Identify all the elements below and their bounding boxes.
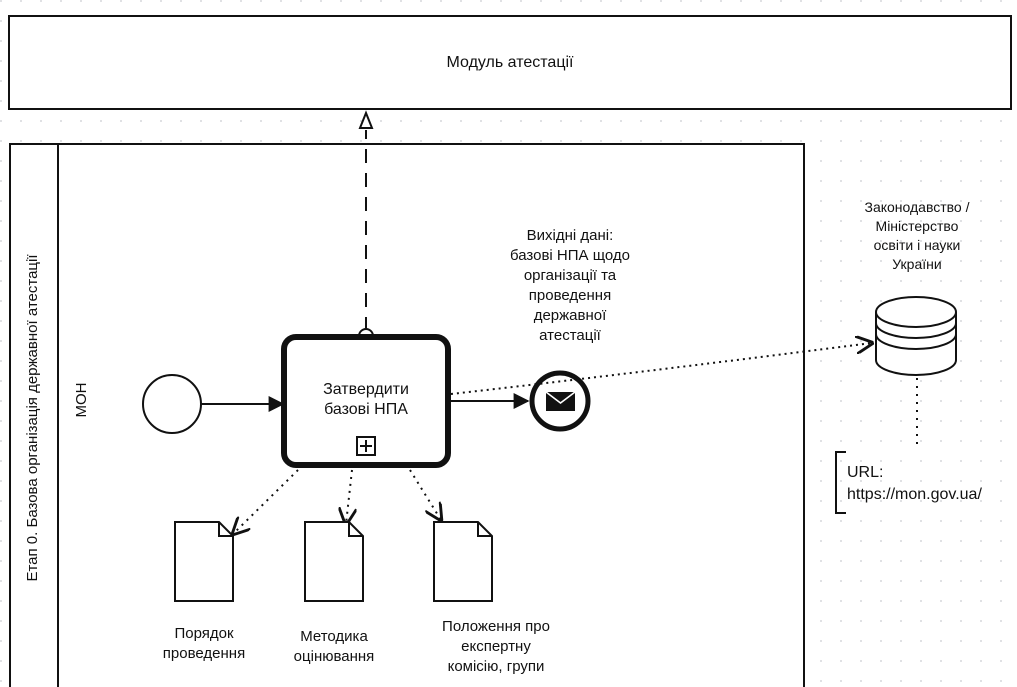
module-title: Модуль атестації bbox=[446, 54, 574, 71]
start-event-circle-icon[interactable] bbox=[142, 374, 202, 434]
document-label: Порядок проведення bbox=[144, 624, 264, 664]
annotation-text: URL: https://mon.gov.ua/ bbox=[847, 462, 1015, 506]
document-label-line: оцінювання bbox=[293, 648, 375, 665]
document-label: Положення про експертну комісію, групи bbox=[423, 617, 569, 677]
output-data-line: атестації bbox=[539, 327, 601, 344]
output-data-line: Вихідні дані: bbox=[526, 227, 614, 244]
task-label: Затвердити базові НПА bbox=[290, 380, 442, 420]
task-label-line: Затвердити bbox=[323, 381, 409, 398]
association-to-doc-1 bbox=[233, 469, 299, 534]
task-label-line: базові НПА bbox=[324, 401, 408, 418]
module-box[interactable] bbox=[8, 15, 1012, 110]
document-label-line: експертну bbox=[461, 638, 531, 655]
output-data-line: державної bbox=[533, 307, 607, 324]
datastore-label-line: освіти і науки bbox=[873, 237, 961, 253]
lane-label: МОН bbox=[73, 382, 90, 418]
envelope-icon bbox=[545, 391, 576, 411]
datastore-label-line: Міністерство bbox=[875, 218, 959, 234]
document-label: Методика оцінювання bbox=[274, 627, 394, 667]
output-data-line: організації та bbox=[523, 267, 617, 284]
document-label-line: Порядок bbox=[174, 625, 234, 642]
document-label-line: комісію, групи bbox=[447, 658, 545, 675]
document-icon[interactable] bbox=[304, 521, 364, 602]
output-data-line: проведення bbox=[528, 287, 612, 304]
output-data-label: Вихідні дані: базові НПА щодо організаці… bbox=[480, 226, 660, 346]
annotation-bracket bbox=[835, 451, 846, 514]
plus-box-icon bbox=[356, 436, 376, 456]
document-label-line: Методика bbox=[300, 628, 368, 645]
task-box[interactable] bbox=[281, 334, 451, 468]
database-cylinder-icon[interactable] bbox=[875, 296, 957, 376]
document-icon[interactable] bbox=[174, 521, 234, 602]
datastore-label-line: Законодавство / bbox=[864, 199, 970, 215]
open-arrowhead-icon bbox=[358, 110, 374, 129]
association-to-doc-3 bbox=[409, 469, 441, 520]
pool-label: Етап 0. Базова організація державної ате… bbox=[24, 254, 41, 582]
output-data-line: базові НПА щодо bbox=[509, 247, 630, 264]
annotation-line: URL: bbox=[847, 464, 884, 481]
document-label-line: Положення про bbox=[442, 618, 550, 635]
annotation-line: https://mon.gov.ua/ bbox=[847, 486, 982, 503]
datastore-label-line: України bbox=[892, 256, 942, 272]
document-icon[interactable] bbox=[433, 521, 493, 602]
document-label-line: проведення bbox=[162, 645, 246, 662]
datastore-label: Законодавство / Міністерство освіти і на… bbox=[836, 198, 998, 274]
